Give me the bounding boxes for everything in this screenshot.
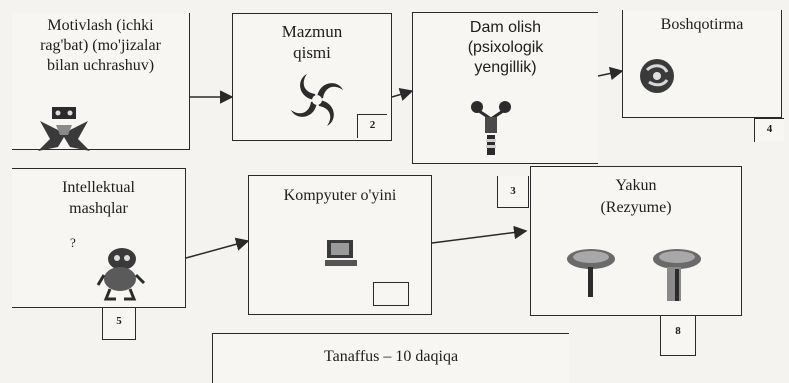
arrow-5-to-6 bbox=[185, 237, 250, 259]
robot-figure-icon bbox=[38, 107, 90, 151]
step-intellectual-number: 5 bbox=[102, 308, 136, 340]
step-intellectual-box: Intellektual mashqlar ? bbox=[12, 168, 186, 308]
step-relax-box: Dam olish (psixologik yengillik) bbox=[412, 12, 598, 164]
step-puzzle-box: Boshqotirma bbox=[622, 10, 782, 118]
step-intellectual-title: Intellektual mashqlar bbox=[62, 179, 135, 217]
step-motivation-title: Motivlash (ichki rag'bat) (mo'jizalar bi… bbox=[40, 17, 161, 74]
break-label: Tanaffus – 10 daqiqa bbox=[323, 348, 459, 365]
step-puzzle-title: Boshqotirma bbox=[660, 16, 744, 33]
step-motivation-box: Motivlash (ichki rag'bat) (mo'jizalar bi… bbox=[12, 13, 190, 151]
step-summary-box: Yakun (Rezyume) bbox=[530, 166, 742, 316]
step-summary-title: Yakun (Rezyume) bbox=[600, 177, 672, 216]
step-content-box: Mazmun qismi 2 bbox=[232, 13, 392, 141]
step-computer-game-title: Kompyuter o'yini bbox=[283, 187, 397, 204]
computer-icon bbox=[325, 240, 357, 266]
mushroom-trees-icon bbox=[567, 249, 701, 301]
step-content-number: 2 bbox=[357, 114, 387, 138]
step-computer-game-number bbox=[373, 282, 409, 306]
step-relax-number: 3 bbox=[497, 176, 529, 208]
dancing-figure-icon bbox=[471, 101, 511, 155]
step-content-title: Mazmun qismi bbox=[281, 22, 343, 62]
step-relax-title: Dam olish (psixologik yengillik) bbox=[467, 19, 544, 76]
arrow-6-to-7 bbox=[431, 225, 528, 244]
spiral-icon bbox=[291, 74, 343, 126]
question-mark-label: ? bbox=[70, 235, 76, 250]
arrow-2-to-3 bbox=[391, 87, 414, 101]
arrow-3-to-4 bbox=[597, 66, 624, 81]
thinking-character-icon bbox=[96, 248, 146, 301]
step-puzzle-number: 4 bbox=[754, 118, 784, 142]
step-summary-number: 8 bbox=[660, 316, 696, 356]
break-box: Tanaffus – 10 daqiqa bbox=[212, 333, 569, 383]
step-computer-game-box: Kompyuter o'yini bbox=[248, 175, 432, 315]
puzzle-ball-icon bbox=[640, 59, 674, 93]
